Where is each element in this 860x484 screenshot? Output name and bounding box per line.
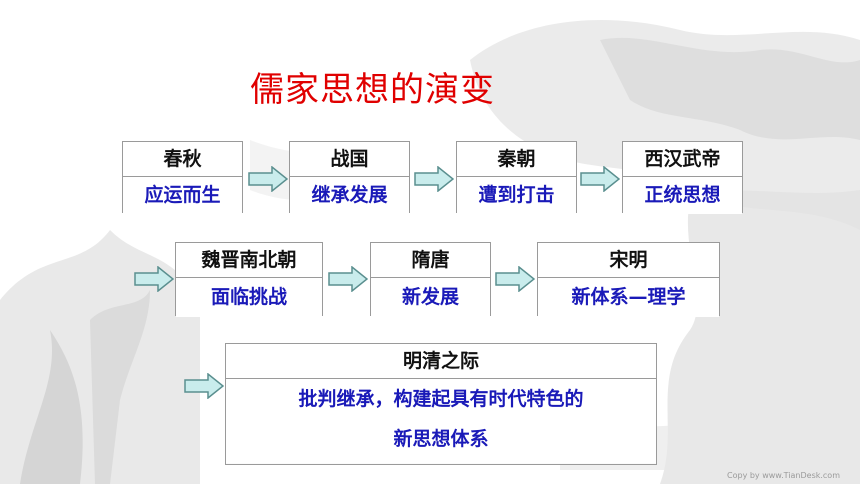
stage-trait: 遭到打击	[457, 177, 576, 214]
stage-trait: 面临挑战	[176, 278, 322, 317]
arrow-right-icon	[248, 166, 288, 192]
arrow-right-icon	[414, 166, 454, 192]
page-title: 儒家思想的演变	[250, 70, 495, 110]
stage-box-weijin: 魏晋南北朝 面临挑战	[175, 242, 323, 317]
arrow-right-icon	[495, 266, 535, 292]
stage-trait: 新体系—理学	[538, 278, 719, 317]
stage-box-xihan-wudi: 西汉武帝 正统思想	[622, 141, 743, 214]
stage-period: 隋唐	[371, 243, 490, 278]
stage-box-zhanguo: 战国 继承发展	[289, 141, 410, 214]
arrow-right-icon	[328, 266, 368, 292]
watermark-text: Copy by www.TianDesk.com	[727, 471, 840, 480]
stage-box-chunqiu: 春秋 应运而生	[122, 141, 243, 214]
stage-period: 春秋	[123, 142, 242, 177]
stage-box-qin: 秦朝 遭到打击	[456, 141, 577, 214]
stage-period: 西汉武帝	[623, 142, 742, 177]
stage-trait-line2: 新思想体系	[226, 419, 656, 463]
stage-period: 秦朝	[457, 142, 576, 177]
arrow-right-icon	[580, 166, 620, 192]
stage-box-songming: 宋明 新体系—理学	[537, 242, 720, 317]
stage-box-suitang: 隋唐 新发展	[370, 242, 491, 317]
stage-trait: 正统思想	[623, 177, 742, 214]
stage-period: 明清之际	[226, 344, 656, 379]
stage-period: 宋明	[538, 243, 719, 278]
stage-trait: 新发展	[371, 278, 490, 317]
stage-trait: 继承发展	[290, 177, 409, 214]
stage-period: 魏晋南北朝	[176, 243, 322, 278]
arrow-right-icon	[184, 373, 224, 399]
stage-trait-line1: 批判继承，构建起具有时代特色的	[226, 379, 656, 419]
stage-box-mingqing: 明清之际 批判继承，构建起具有时代特色的 新思想体系	[225, 343, 657, 465]
stage-period: 战国	[290, 142, 409, 177]
stage-trait: 应运而生	[123, 177, 242, 214]
arrow-right-icon	[134, 266, 174, 292]
